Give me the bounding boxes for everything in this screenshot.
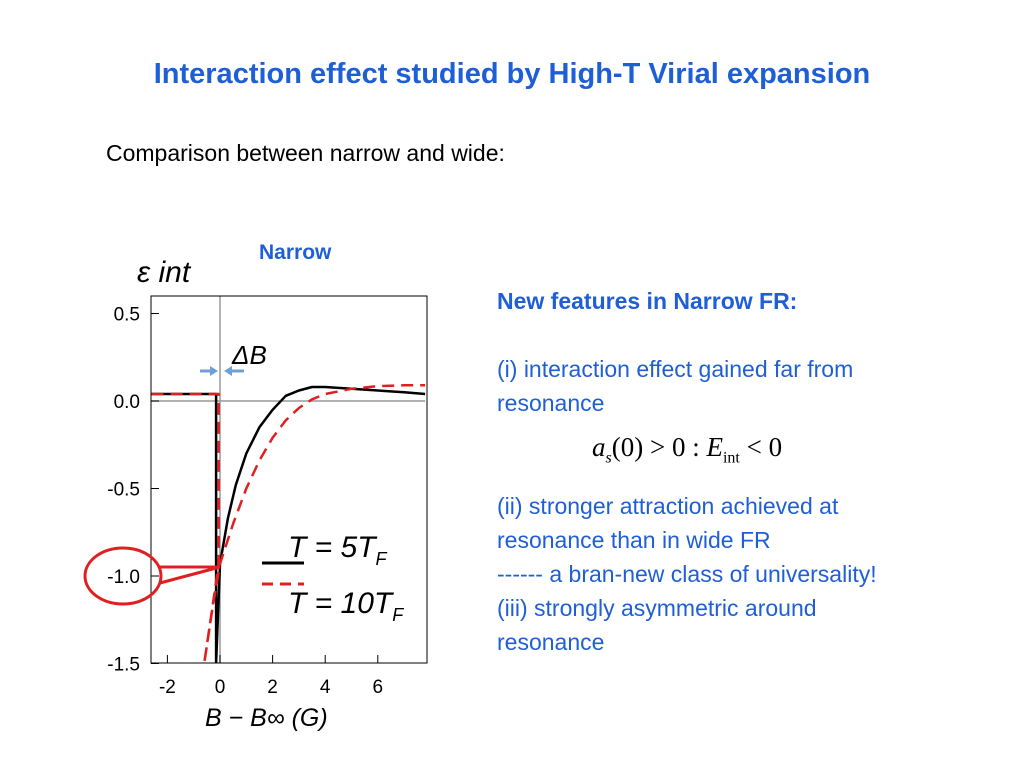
- feature-item-1-line-2: resonance: [497, 390, 605, 416]
- series-line-10tf: [151, 384, 426, 663]
- feature-items-2-3: (ii) stronger attraction achieved at res…: [497, 489, 997, 659]
- formula-e: E: [706, 432, 723, 462]
- legend-10tf-main: T = 10T: [288, 587, 395, 620]
- feature-item-2-line-2: resonance than in wide FR: [497, 527, 771, 553]
- delta-b-annotation: ΔB: [231, 340, 267, 370]
- y-tick-label: -0.5: [107, 480, 140, 501]
- y-tick-label: 0.0: [114, 392, 140, 413]
- formula-a-sub: s: [605, 449, 612, 467]
- y-tick-label: -1.5: [107, 655, 140, 676]
- delta-b-arrowhead-left: [210, 366, 218, 376]
- feature-item-3-line-1: (iii) strongly asymmetric around: [497, 595, 817, 621]
- legend-label-10tf: T = 10TF: [288, 587, 404, 625]
- series-line-5tf: [151, 385, 426, 663]
- legend-5tf-sub: F: [376, 549, 388, 569]
- scattering-length-formula: as(0) > 0 : Eint < 0: [592, 432, 782, 467]
- formula-tail: < 0: [739, 432, 783, 462]
- slide-title: Interaction effect studied by High-T Vir…: [153, 58, 871, 90]
- x-axis-label: B − B∞ (G): [205, 704, 328, 732]
- narrow-panel-label: Narrow: [259, 241, 332, 264]
- x-tick-label: 0: [215, 677, 226, 698]
- y-axis-label-symbol: ε int: [137, 256, 192, 289]
- x-tick-label: -2: [159, 677, 176, 698]
- formula-middle: (0) > 0 :: [611, 432, 707, 462]
- feature-item-2-line-1: (ii) stronger attraction achieved at: [497, 493, 839, 519]
- highlight-circle: [83, 546, 163, 606]
- x-tick-label: 6: [373, 677, 384, 698]
- formula-e-sub: int: [722, 449, 740, 467]
- series-layer: [151, 384, 426, 663]
- legend-5tf-main: T = 5T: [288, 531, 378, 564]
- highlight-pointer: [158, 565, 221, 585]
- feature-item-3-line-2: resonance: [497, 629, 605, 655]
- plot-frame: [150, 295, 428, 664]
- y-tick-label: 0.5: [114, 305, 140, 326]
- delta-b-arrowhead-right: [224, 366, 232, 376]
- y-tick-label: -1.0: [107, 567, 140, 588]
- slide-subtitle: Comparison between narrow and wide:: [106, 140, 505, 166]
- feature-item-2-line-3: ------ a bran-new class of universality!: [497, 561, 877, 587]
- legend-10tf-sub: F: [392, 605, 404, 625]
- feature-item-1-line-1: (i) interaction effect gained far from: [497, 356, 854, 382]
- feature-item-1: (i) interaction effect gained far from r…: [497, 352, 997, 420]
- axis-ticks: -2 0 2 4 6 0.5 0.0 -0.5 -1.0 -1.5: [107, 305, 383, 699]
- legend-label-5tf: T = 5TF: [288, 531, 388, 569]
- formula-a: a: [592, 432, 606, 462]
- x-tick-label: 4: [320, 677, 331, 698]
- reference-lines: [151, 296, 426, 664]
- x-tick-label: 2: [267, 677, 278, 698]
- features-heading: New features in Narrow FR:: [497, 288, 798, 314]
